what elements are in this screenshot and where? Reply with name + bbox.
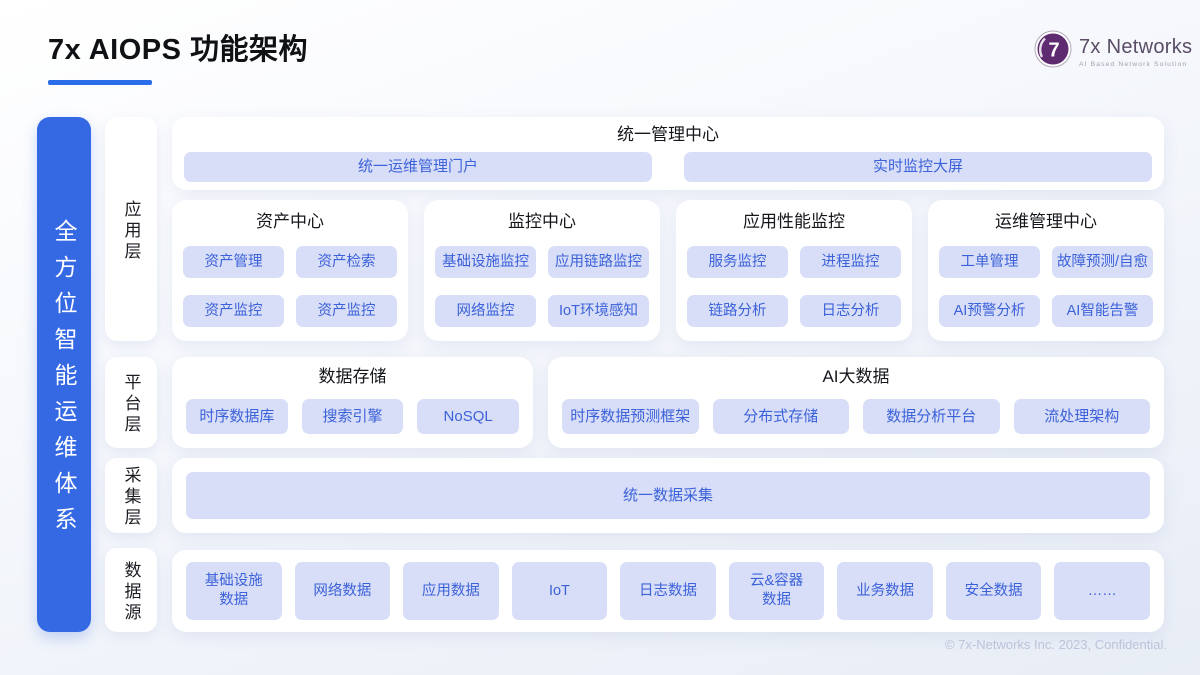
chip: 链路分析 — [687, 295, 788, 327]
card-ops-management-center: 运维管理中心 工单管理 故障预测/自愈 AI预警分析 AI智能告警 — [928, 200, 1164, 341]
chip: AI预警分析 — [939, 295, 1040, 327]
banner-overall-system: 全方位智能运维体系 — [37, 117, 91, 632]
chip: 资产检索 — [296, 246, 397, 278]
banner-label: 全方位智能运维体系 — [51, 219, 77, 543]
chip-unified-data-collection: 统一数据采集 — [186, 472, 1150, 519]
chip: 云&容器 数据 — [728, 562, 825, 620]
card-title: 资产中心 — [256, 212, 324, 231]
chip: 数据分析平台 — [863, 399, 1000, 434]
chip: 进程监控 — [800, 246, 901, 278]
chip: 搜索引擎 — [301, 399, 404, 434]
card-unified-data-collection: 统一数据采集 — [172, 458, 1164, 533]
chip-realtime-monitor-screen: 实时监控大屏 — [684, 152, 1152, 182]
chip: NoSQL — [417, 399, 519, 434]
chip: 安全数据 — [945, 562, 1042, 620]
card-title: AI大数据 — [822, 367, 890, 386]
chip: 网络监控 — [435, 295, 536, 327]
card-asset-center: 资产中心 资产管理 资产检索 资产监控 资产监控 — [172, 200, 408, 341]
chip: 日志分析 — [800, 295, 901, 327]
chip: 资产监控 — [296, 295, 397, 327]
chip: …… — [1054, 562, 1150, 620]
chip: 故障预测/自愈 — [1052, 246, 1153, 278]
chip: 分布式存储 — [712, 399, 849, 434]
layer-application-label: 应用层 — [121, 199, 141, 263]
layer-data-source-label: 数据源 — [121, 560, 141, 624]
logo-brand: 7x Networks — [1079, 35, 1193, 58]
card-title: 运维管理中心 — [995, 212, 1097, 231]
chip: 应用链路监控 — [548, 246, 649, 278]
layer-application: 应用层 — [105, 117, 157, 341]
card-title: 监控中心 — [508, 212, 576, 231]
layer-collection: 采集层 — [105, 458, 157, 533]
footer-copyright: © 7x-Networks Inc. 2023, Confidential. — [944, 637, 1167, 652]
chip: AI智能告警 — [1052, 295, 1153, 327]
svg-text:7: 7 — [1048, 40, 1059, 62]
card-title: 统一管理中心 — [617, 125, 719, 144]
layer-platform-label: 平台层 — [121, 373, 141, 436]
card-monitoring-center: 监控中心 基础设施监控 应用链路监控 网络监控 IoT环境感知 — [424, 200, 660, 341]
card-title: 应用性能监控 — [743, 212, 845, 231]
chip: 流处理架构 — [1013, 399, 1150, 434]
page-title: 7x AIOPS 功能架构 — [48, 34, 309, 66]
chip: 基础设施 数据 — [186, 562, 282, 620]
logo-tagline: AI Based Network Solution — [1079, 60, 1188, 68]
chip-unified-ops-portal: 统一运维管理门户 — [184, 152, 652, 182]
card-apm: 应用性能监控 服务监控 进程监控 链路分析 日志分析 — [676, 200, 912, 341]
chip: 日志数据 — [620, 562, 716, 620]
layer-platform: 平台层 — [105, 357, 157, 448]
chip: 资产监控 — [183, 295, 284, 327]
card-unified-management-center: 统一管理中心 统一运维管理门户 实时监控大屏 — [172, 117, 1164, 190]
card-title: 数据存储 — [318, 367, 387, 386]
chip: 资产管理 — [183, 246, 284, 278]
chip: 应用数据 — [403, 562, 499, 620]
layer-collection-label: 采集层 — [121, 466, 141, 529]
card-data-storage: 数据存储 时序数据库 搜索引擎 NoSQL — [172, 357, 533, 448]
chip: 工单管理 — [939, 246, 1040, 278]
chip: 时序数据库 — [186, 399, 288, 434]
chip: 基础设施监控 — [435, 246, 536, 278]
logo-mark-icon: 7 — [1034, 30, 1072, 73]
chip: 网络数据 — [294, 562, 391, 620]
chip: 服务监控 — [687, 246, 788, 278]
chip: 业务数据 — [837, 562, 933, 620]
chip: IoT环境感知 — [548, 295, 649, 327]
card-ai-bigdata: AI大数据 时序数据预测框架 分布式存储 数据分析平台 流处理架构 — [548, 357, 1164, 448]
chip: IoT — [511, 562, 608, 620]
title-underline — [48, 80, 152, 85]
card-data-sources: 基础设施 数据 网络数据 应用数据 IoT 日志数据 云&容器 数据 业务数据 … — [172, 550, 1164, 632]
chip: 时序数据预测框架 — [562, 399, 699, 434]
layer-data-source: 数据源 — [105, 548, 157, 632]
logo: 7 7x Networks AI Based Network Solution — [1034, 30, 1192, 73]
